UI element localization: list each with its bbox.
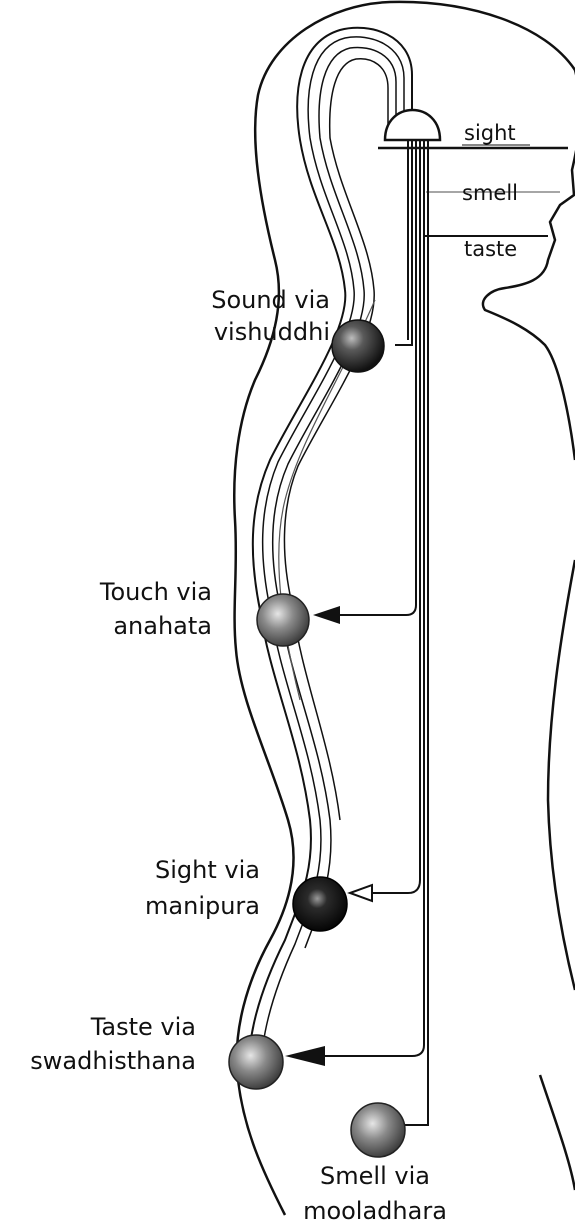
svg-text:anahata: anahata bbox=[113, 612, 212, 640]
arrow-swadhisthana bbox=[285, 1046, 325, 1066]
anahata-chakra bbox=[257, 594, 309, 646]
swadhisthana-label: Taste via swadhisthana bbox=[30, 1013, 196, 1075]
body-front-lower-outline bbox=[548, 560, 575, 990]
arrow-anahata bbox=[313, 606, 340, 624]
arrow-manipura bbox=[350, 885, 372, 901]
svg-text:mooladhara: mooladhara bbox=[303, 1197, 447, 1225]
anahata-label: Touch via anahata bbox=[99, 578, 212, 640]
svg-text:Touch via: Touch via bbox=[99, 578, 212, 606]
svg-text:vishuddhi: vishuddhi bbox=[214, 318, 330, 346]
smell-label: smell bbox=[462, 181, 518, 205]
vishuddhi-label: Sound via vishuddhi bbox=[211, 286, 330, 346]
svg-text:Sight via: Sight via bbox=[155, 856, 260, 884]
svg-text:Taste via: Taste via bbox=[90, 1013, 196, 1041]
svg-text:Smell via: Smell via bbox=[320, 1162, 430, 1190]
crown-dome bbox=[385, 110, 440, 140]
manipura-label: Sight via manipura bbox=[145, 856, 260, 920]
mooladhara-chakra bbox=[351, 1103, 405, 1157]
taste-label: taste bbox=[464, 237, 517, 261]
mooladhara-label: Smell via mooladhara bbox=[303, 1162, 447, 1225]
sight-label: sight bbox=[464, 121, 516, 145]
svg-text:Sound via: Sound via bbox=[211, 286, 330, 314]
body-bottom-outline bbox=[540, 1075, 575, 1190]
manipura-chakra bbox=[293, 877, 347, 931]
svg-text:manipura: manipura bbox=[145, 892, 260, 920]
swadhisthana-chakra bbox=[229, 1035, 283, 1089]
svg-text:swadhisthana: swadhisthana bbox=[30, 1047, 196, 1075]
vishuddhi-chakra bbox=[332, 320, 384, 372]
